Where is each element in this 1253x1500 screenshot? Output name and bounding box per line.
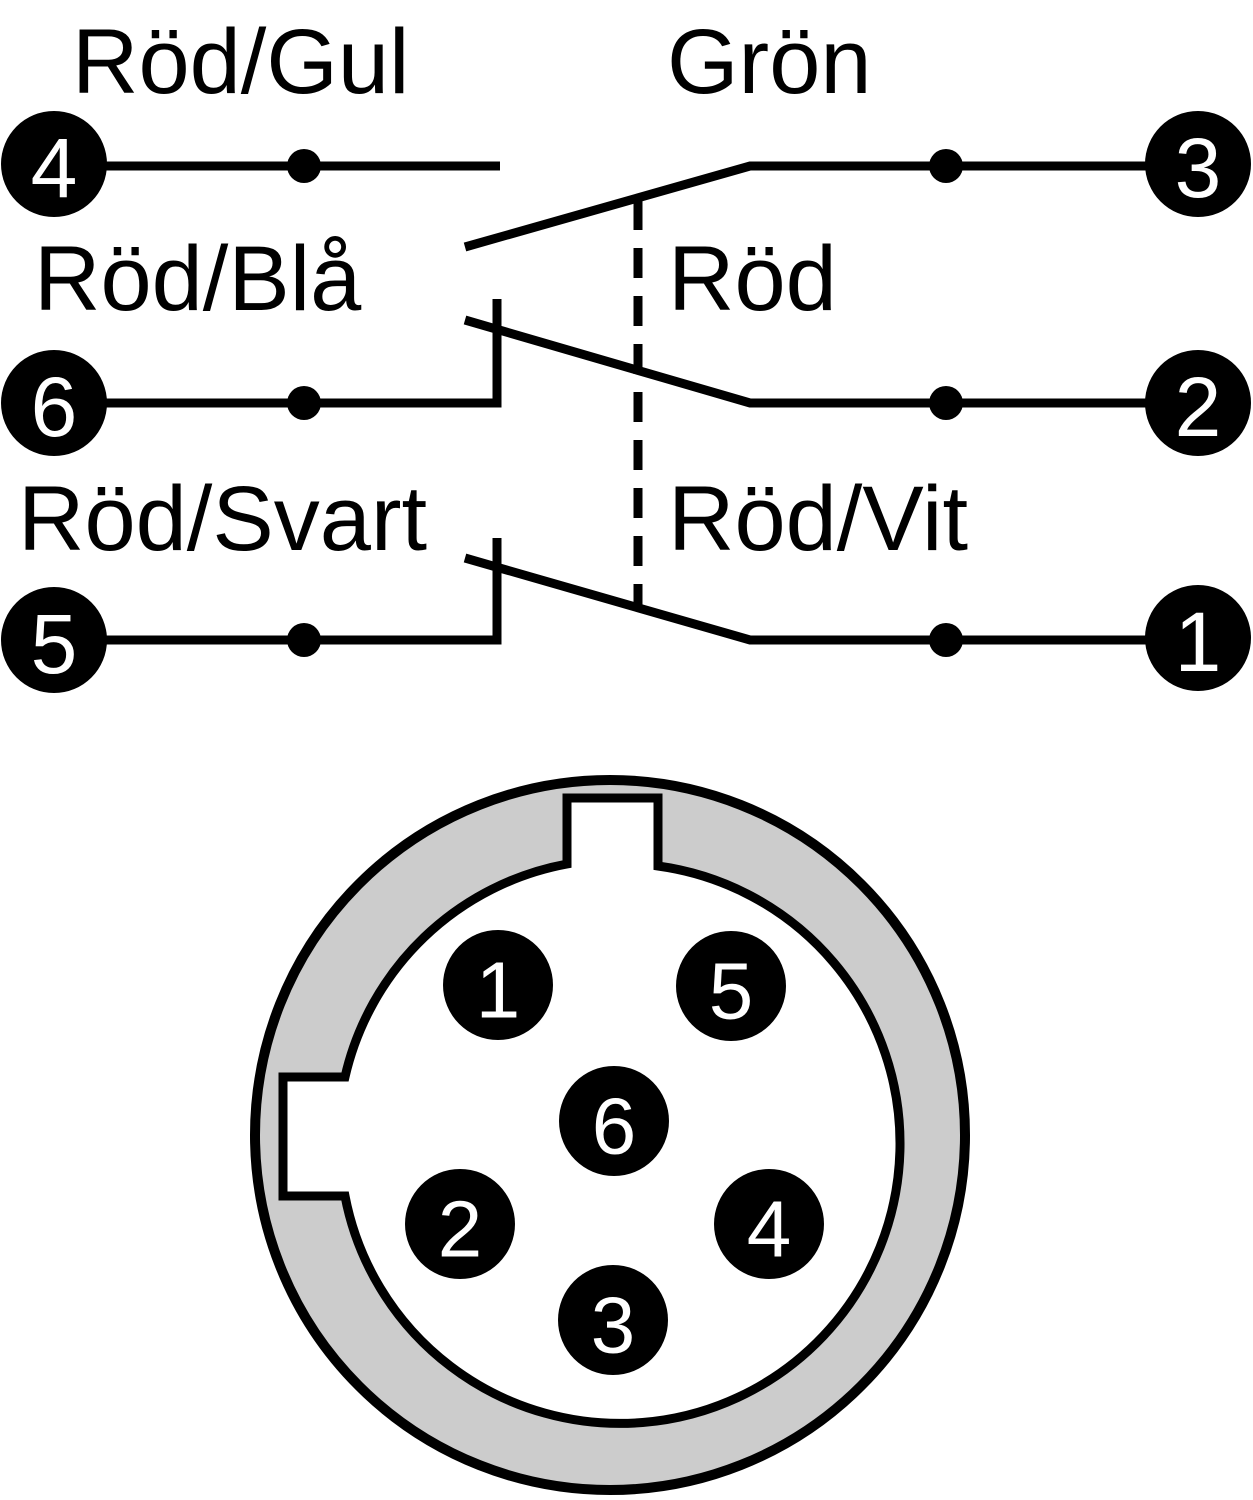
- connector-pinout: 1 5 6 2 4 3: [250, 775, 970, 1495]
- label-lower-right-wire: Röd/Vit: [668, 468, 968, 570]
- terminal-circle-lower-right: [1145, 585, 1251, 691]
- terminal-number-lower-right: 1: [1175, 595, 1222, 689]
- pin-circle-center: [559, 1066, 669, 1176]
- wire-middle-right: [463, 315, 1150, 408]
- pin-number-bottom: 3: [591, 1281, 636, 1370]
- terminal-number-middle-left: 6: [31, 360, 78, 454]
- terminal-circle-lower-left: [1, 587, 107, 693]
- terminal-number-middle-right: 2: [1175, 360, 1222, 454]
- wire-upper-right: [463, 161, 1150, 252]
- junction-dot-upper-left: [287, 149, 321, 183]
- terminal-circle-middle-right: [1145, 350, 1251, 456]
- label-upper-right-wire: Grön: [667, 11, 872, 113]
- label-middle-right-wire: Röd: [668, 228, 837, 330]
- terminal-circle-upper-left: [1, 111, 107, 217]
- pin-circle-lower-left: [405, 1169, 515, 1279]
- terminal-number-upper-right: 3: [1175, 121, 1222, 215]
- label-lower-left-wire: Röd/Svart: [18, 468, 427, 570]
- pin-circle-top-left: [443, 930, 553, 1040]
- pin-number-center: 6: [592, 1082, 637, 1171]
- junction-dot-middle-right: [929, 386, 963, 420]
- terminal-circle-middle-left: [1, 350, 107, 456]
- pin-circle-lower-right: [714, 1169, 824, 1279]
- terminal-number-upper-left: 4: [31, 121, 78, 215]
- junction-dot-middle-left: [287, 386, 321, 420]
- terminal-number-lower-left: 5: [31, 597, 78, 691]
- junction-dot-lower-right: [929, 623, 963, 657]
- wire-lower-left: [100, 538, 502, 645]
- pin-number-lower-left: 2: [438, 1185, 483, 1274]
- pin-number-top-left: 1: [476, 946, 521, 1035]
- junction-dot-lower-left: [287, 623, 321, 657]
- pin-circle-bottom: [558, 1265, 668, 1375]
- switch-schematic: 4 3 6 2 5 1 Röd/Gul Grön Röd/Blå Röd Röd…: [1, 11, 1251, 693]
- label-middle-left-wire: Röd/Blå: [34, 228, 362, 330]
- junction-dot-upper-right: [929, 149, 963, 183]
- pin-number-lower-right: 4: [747, 1185, 792, 1274]
- wire-lower-right: [463, 553, 1150, 645]
- terminal-circle-upper-right: [1145, 111, 1251, 217]
- pin-number-top-right: 5: [709, 947, 754, 1036]
- label-upper-left-wire: Röd/Gul: [72, 11, 410, 113]
- pin-circle-top-right: [676, 931, 786, 1041]
